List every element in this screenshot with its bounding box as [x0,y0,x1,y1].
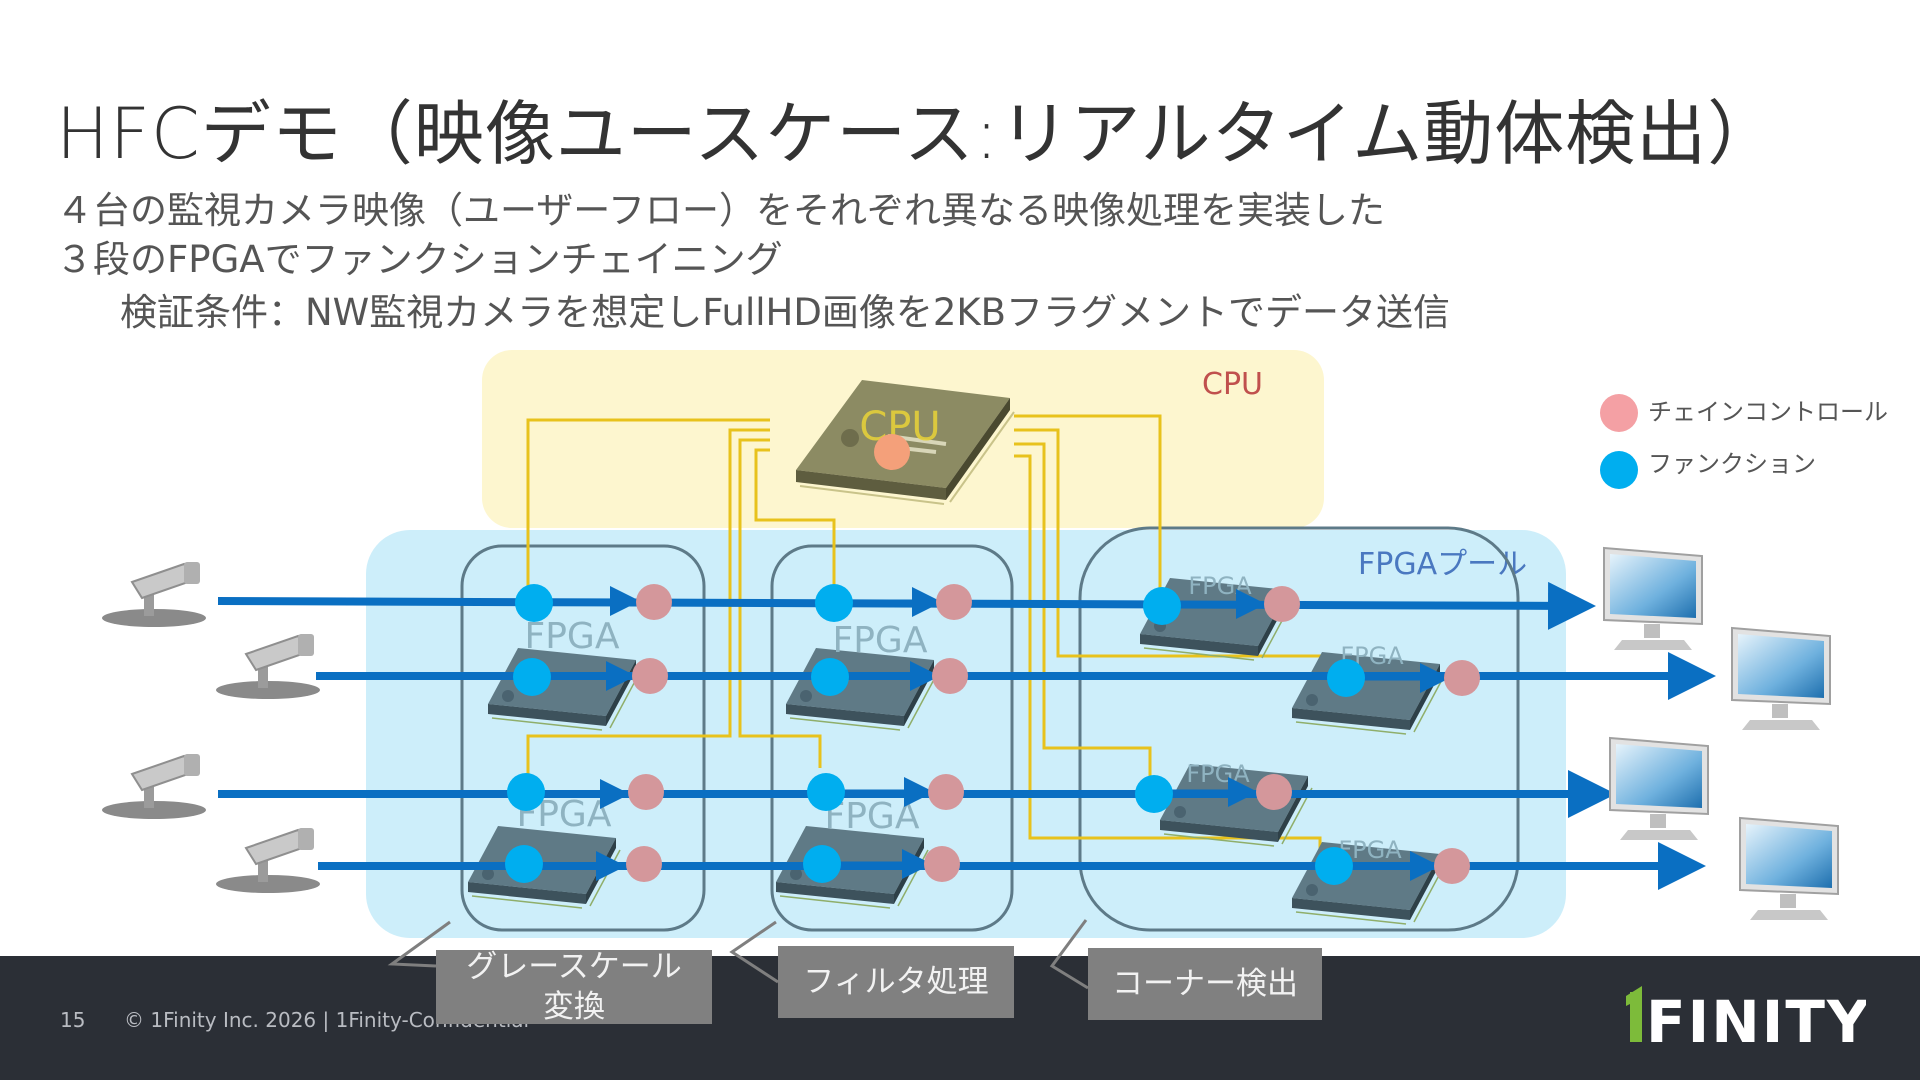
fpga-chip-label: FPGA [525,616,620,657]
stage-label-grayscale: グレースケール 変換 [436,949,712,1025]
svg-text:FINITY: FINITY [1646,988,1866,1052]
company-logo: FINITY [1626,986,1866,1052]
function-dots [505,584,1365,885]
chain-control-dots [626,584,1480,884]
page-number: 15 [60,1008,86,1032]
stage-outline-corner [1078,526,1520,932]
cpu-region-label: CPU [1202,367,1263,402]
stage-outline-gray [460,544,706,932]
fpga-pool-label: FPGAプール [1358,547,1527,582]
control-lines [526,414,1338,862]
legend-function-dot [1600,451,1638,489]
cpu-chip [796,380,1015,505]
page-title: HFCデモ（映像ユースケース:リアルタイム動体検出） [56,93,1779,175]
legend-chain-control-dot [1600,394,1638,432]
subtitle-line-1: ４台の監視カメラ映像（ユーザーフロー）をそれぞれ異なる映像処理を実装した [56,189,1386,232]
fpga-chip-label: FPGA [833,620,928,661]
cpu-chain-control-dot [874,434,910,470]
stage-outline-filter [770,544,1014,932]
subtitle-line-2: ３段のFPGAでファンクションチェイニング [56,238,783,281]
legend-function-label: ファンクション [1648,450,1816,478]
legend-chain-control-label: チェインコントロール [1648,398,1888,426]
stage-label-corner: コーナー検出 [1088,948,1322,1020]
stage-label-filter: フィルタ処理 [778,946,1014,1018]
subtitle-line-3: 検証条件：NW監視カメラを想定しFullHD画像を2KBフラグメントでデータ送信 [120,291,1451,334]
